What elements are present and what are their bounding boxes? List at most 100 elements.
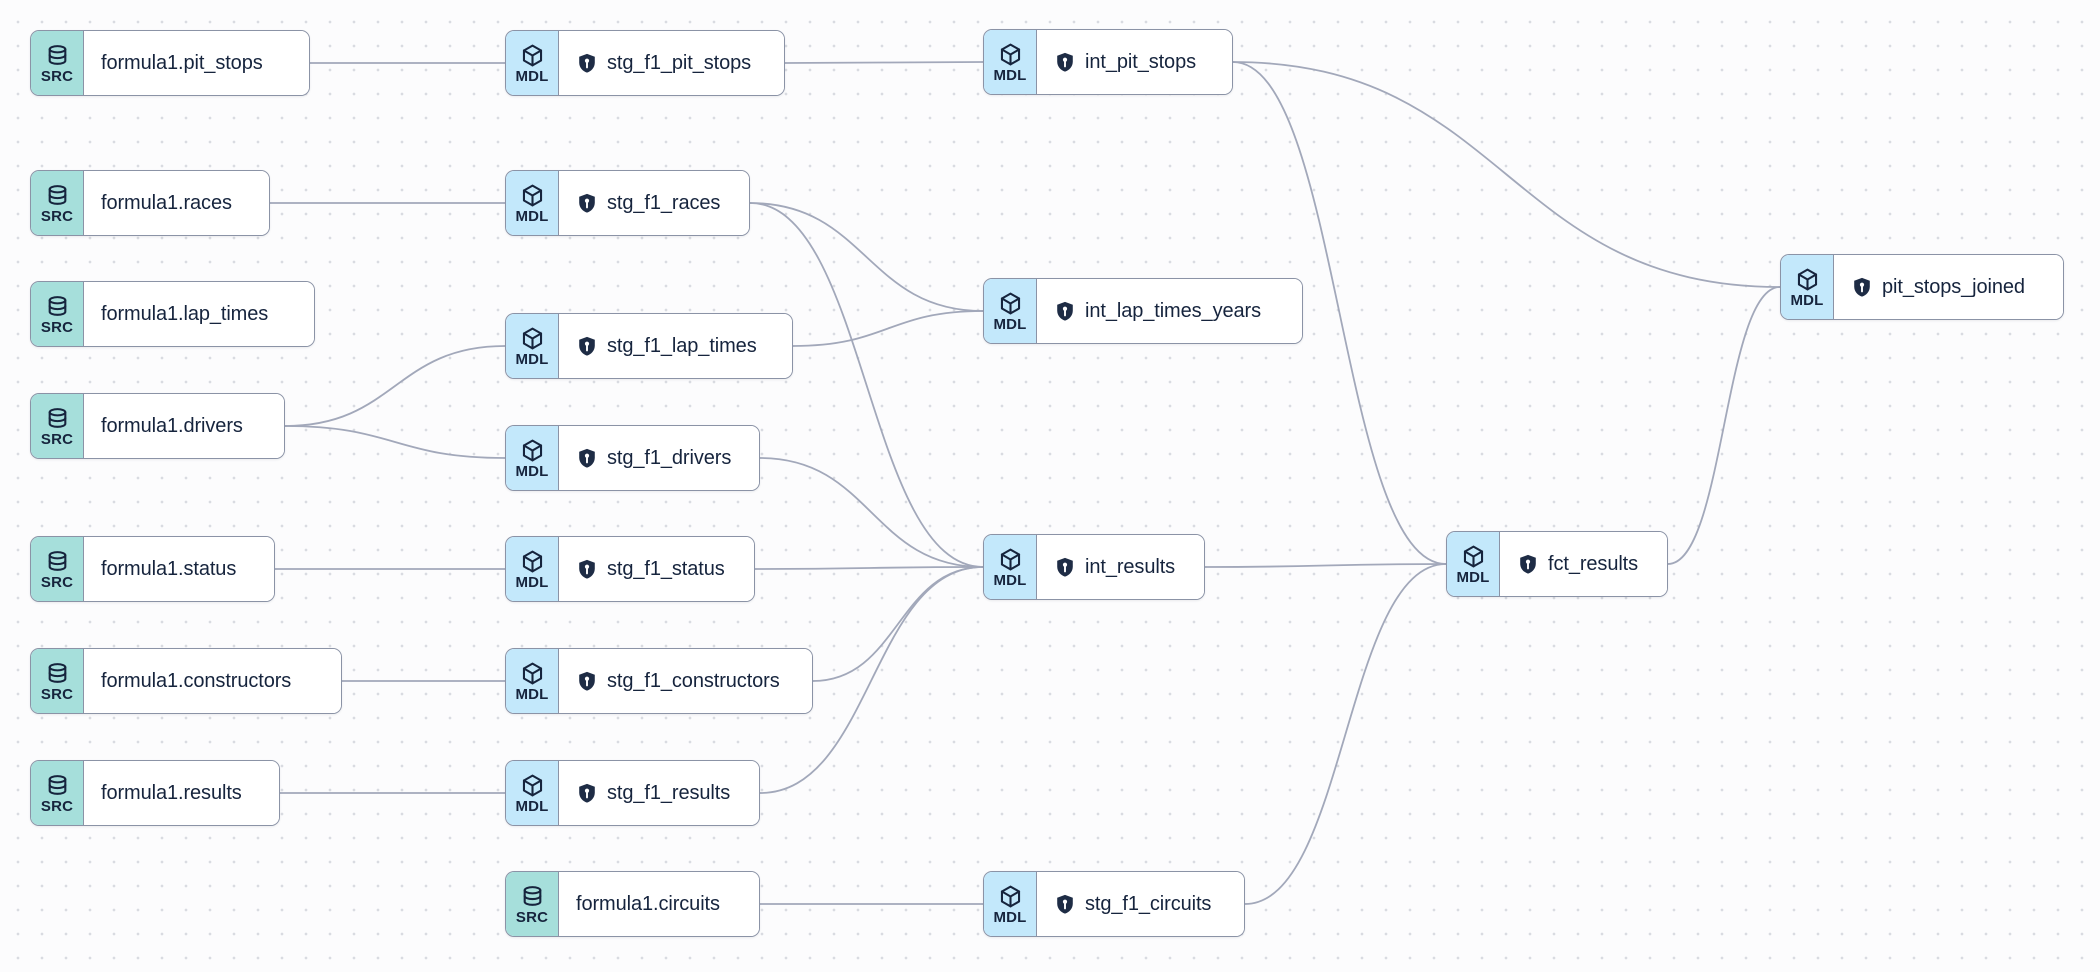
node-type-label: MDL bbox=[993, 908, 1027, 926]
package-cube-icon bbox=[1000, 885, 1020, 907]
edge-fct_results-to-pit_stops_joined bbox=[1667, 286, 1781, 565]
node-type-label: SRC bbox=[515, 908, 549, 926]
node-stg_f1_status[interactable]: MDL stg_f1_status bbox=[505, 536, 755, 602]
node-type-label: MDL bbox=[993, 571, 1027, 589]
node-type-badge: SRC bbox=[506, 872, 559, 936]
shield-lock-icon bbox=[579, 559, 595, 579]
edge-formula1.drivers-to-stg_f1_drivers bbox=[284, 425, 506, 459]
node-type-badge: MDL bbox=[1447, 532, 1500, 596]
edge-stg_f1_races-to-int_lap_times_years bbox=[749, 202, 984, 312]
node-type-badge: SRC bbox=[31, 537, 84, 601]
node-type-label: SRC bbox=[40, 430, 74, 448]
edge-stg_f1_drivers-to-int_results bbox=[759, 457, 984, 568]
node-label-area: stg_f1_lap_times bbox=[559, 314, 792, 378]
node-type-label: MDL bbox=[515, 350, 549, 368]
node-stg_f1_constructors[interactable]: MDL stg_f1_constructors bbox=[505, 648, 813, 714]
node-label-area: formula1.status bbox=[84, 537, 274, 601]
node-stg_f1_circuits[interactable]: MDL stg_f1_circuits bbox=[983, 871, 1245, 937]
node-formula1.races[interactable]: SRC formula1.races bbox=[30, 170, 270, 236]
node-formula1.drivers[interactable]: SRC formula1.drivers bbox=[30, 393, 285, 459]
node-label-area: formula1.results bbox=[84, 761, 279, 825]
node-type-badge: SRC bbox=[31, 649, 84, 713]
node-label-area: stg_f1_constructors bbox=[559, 649, 812, 713]
node-label-area: fct_results bbox=[1500, 532, 1667, 596]
node-int_pit_stops[interactable]: MDL int_pit_stops bbox=[983, 29, 1233, 95]
node-label: int_results bbox=[1085, 555, 1176, 578]
node-type-label: SRC bbox=[40, 573, 74, 591]
edge-stg_f1_results-to-int_results bbox=[759, 566, 984, 794]
node-formula1.lap_times[interactable]: SRC formula1.lap_times bbox=[30, 281, 315, 347]
node-label: int_pit_stops bbox=[1085, 50, 1196, 73]
node-type-label: MDL bbox=[515, 685, 549, 703]
node-type-badge: MDL bbox=[506, 426, 559, 490]
node-type-badge: MDL bbox=[506, 314, 559, 378]
node-label: stg_f1_results bbox=[607, 781, 731, 804]
node-label: formula1.pit_stops bbox=[101, 51, 263, 74]
package-cube-icon bbox=[1463, 545, 1483, 567]
package-cube-icon bbox=[1797, 268, 1817, 290]
database-icon bbox=[48, 184, 66, 205]
shield-lock-icon bbox=[1057, 894, 1073, 914]
node-label-area: int_lap_times_years bbox=[1037, 279, 1302, 343]
node-type-label: MDL bbox=[515, 797, 549, 815]
node-type-label: MDL bbox=[993, 66, 1027, 84]
node-int_results[interactable]: MDL int_results bbox=[983, 534, 1205, 600]
node-label: stg_f1_pit_stops bbox=[607, 51, 752, 74]
database-icon bbox=[48, 774, 66, 795]
node-type-label: MDL bbox=[993, 315, 1027, 333]
package-cube-icon bbox=[1000, 43, 1020, 65]
shield-lock-icon bbox=[1057, 52, 1073, 72]
shield-lock-icon bbox=[1057, 301, 1073, 321]
node-type-badge: MDL bbox=[984, 30, 1037, 94]
node-label: formula1.lap_times bbox=[101, 302, 269, 325]
node-type-label: MDL bbox=[515, 573, 549, 591]
shield-lock-icon bbox=[579, 193, 595, 213]
node-type-label: SRC bbox=[40, 318, 74, 336]
node-formula1.circuits[interactable]: SRC formula1.circuits bbox=[505, 871, 760, 937]
node-type-badge: MDL bbox=[984, 872, 1037, 936]
node-label: stg_f1_drivers bbox=[607, 446, 732, 469]
node-type-badge: SRC bbox=[31, 31, 84, 95]
shield-lock-icon bbox=[1057, 557, 1073, 577]
node-label-area: pit_stops_joined bbox=[1834, 255, 2063, 319]
node-formula1.results[interactable]: SRC formula1.results bbox=[30, 760, 280, 826]
node-stg_f1_lap_times[interactable]: MDL stg_f1_lap_times bbox=[505, 313, 793, 379]
node-type-badge: MDL bbox=[984, 279, 1037, 343]
shield-lock-icon bbox=[579, 53, 595, 73]
node-type-label: MDL bbox=[1456, 568, 1490, 586]
node-int_lap_times_years[interactable]: MDL int_lap_times_years bbox=[983, 278, 1303, 344]
node-pit_stops_joined[interactable]: MDL pit_stops_joined bbox=[1780, 254, 2064, 320]
node-type-badge: MDL bbox=[506, 649, 559, 713]
node-label-area: formula1.races bbox=[84, 171, 269, 235]
node-label: stg_f1_constructors bbox=[607, 669, 780, 692]
node-label-area: stg_f1_drivers bbox=[559, 426, 759, 490]
node-label: formula1.drivers bbox=[101, 414, 243, 437]
node-label: pit_stops_joined bbox=[1882, 275, 2025, 298]
shield-lock-icon bbox=[1854, 277, 1870, 297]
database-icon bbox=[48, 662, 66, 683]
node-type-badge: MDL bbox=[984, 535, 1037, 599]
node-label: formula1.constructors bbox=[101, 669, 292, 692]
package-cube-icon bbox=[1000, 292, 1020, 314]
database-icon bbox=[523, 885, 541, 906]
node-stg_f1_pit_stops[interactable]: MDL stg_f1_pit_stops bbox=[505, 30, 785, 96]
node-type-label: MDL bbox=[1790, 291, 1824, 309]
node-formula1.constructors[interactable]: SRC formula1.constructors bbox=[30, 648, 342, 714]
package-cube-icon bbox=[522, 439, 542, 461]
node-stg_f1_results[interactable]: MDL stg_f1_results bbox=[505, 760, 760, 826]
node-stg_f1_drivers[interactable]: MDL stg_f1_drivers bbox=[505, 425, 760, 491]
node-label-area: int_results bbox=[1037, 535, 1204, 599]
node-label-area: formula1.circuits bbox=[559, 872, 759, 936]
node-label: formula1.circuits bbox=[576, 892, 720, 915]
node-type-label: SRC bbox=[40, 207, 74, 225]
node-type-label: MDL bbox=[515, 462, 549, 480]
node-label: fct_results bbox=[1548, 552, 1639, 575]
node-type-badge: MDL bbox=[1781, 255, 1834, 319]
node-stg_f1_races[interactable]: MDL stg_f1_races bbox=[505, 170, 750, 236]
node-formula1.status[interactable]: SRC formula1.status bbox=[30, 536, 275, 602]
node-formula1.pit_stops[interactable]: SRC formula1.pit_stops bbox=[30, 30, 310, 96]
node-fct_results[interactable]: MDL fct_results bbox=[1446, 531, 1668, 597]
node-type-label: MDL bbox=[515, 67, 549, 85]
